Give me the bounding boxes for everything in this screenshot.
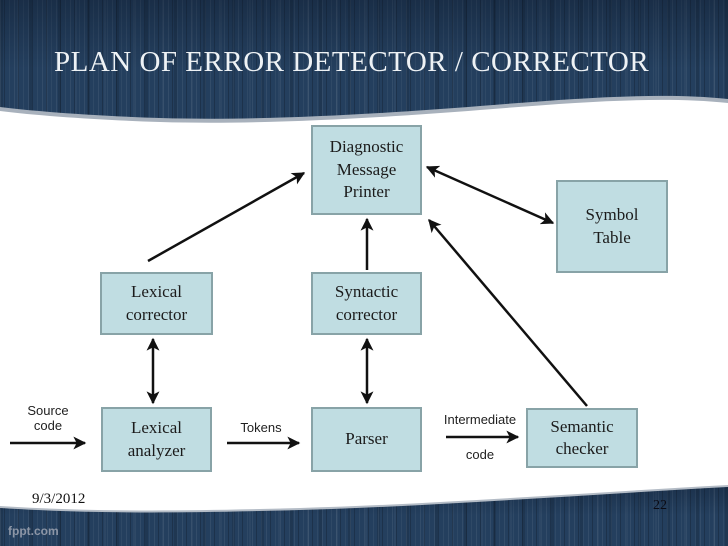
node-semantic-checker: Semantic checker (526, 408, 638, 468)
node-lexical-analyzer: Lexical analyzer (101, 407, 212, 472)
node-lexical-corrector: Lexical corrector (100, 272, 213, 335)
fppt-watermark: fppt.com (8, 524, 59, 538)
node-parser: Parser (311, 407, 422, 472)
arrow-dmp-symbol-table (425, 165, 555, 225)
edge-label-tokens: Tokens (240, 420, 282, 435)
arrow-lexical-corrector-to-dmp (147, 171, 306, 263)
page-number: 22 (653, 498, 667, 513)
slide-date: 9/3/2012 (32, 491, 86, 507)
edge-label-source-code: Source code (27, 403, 69, 434)
node-syntactic-corrector: Syntactic corrector (311, 272, 422, 335)
edge-label-intermediate: Intermediate (443, 412, 517, 427)
node-diagnostic-message-printer: Diagnostic Message Printer (311, 125, 422, 215)
edge-label-intermediate-code: code (465, 447, 495, 462)
node-symbol-table: Symbol Table (556, 180, 668, 273)
slide-title: PLAN OF ERROR DETECTOR / CORRECTOR (54, 46, 650, 78)
